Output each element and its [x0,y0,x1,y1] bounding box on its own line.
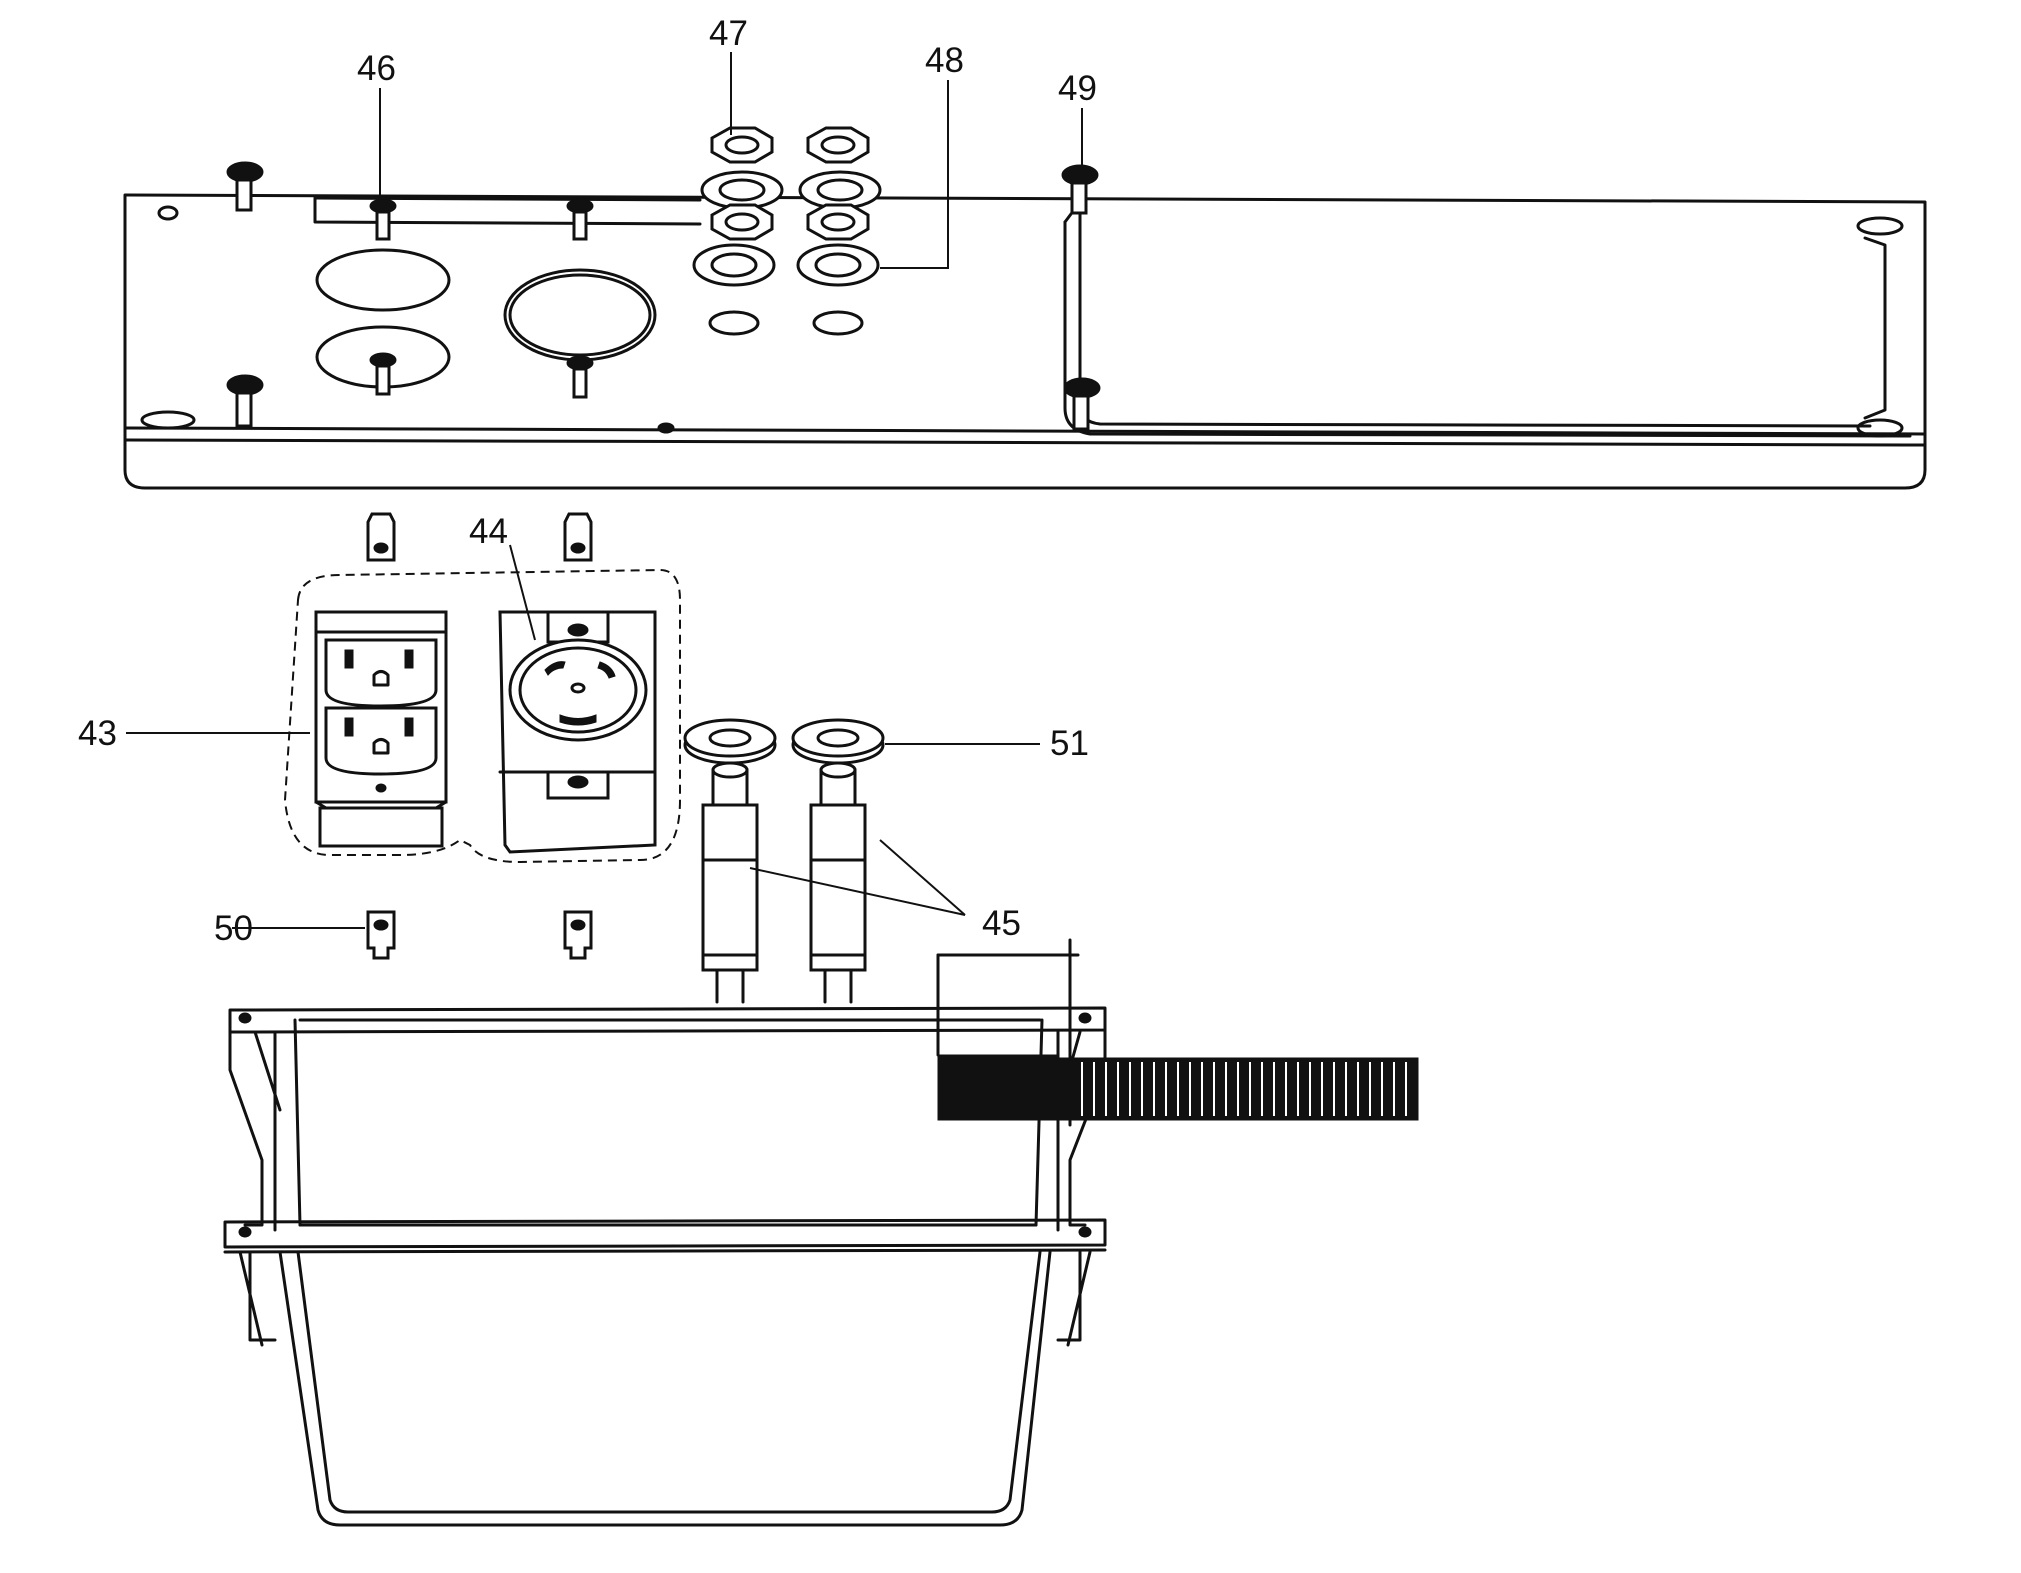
power-cord [936,938,1419,1127]
clip-bottom-right [563,910,593,960]
screw-46-a [369,198,397,241]
screw-left-bottom [226,374,264,428]
callout-51: 51 [1050,724,1089,763]
panel-screws [226,161,1101,431]
callout-44: 44 [469,512,508,551]
callout-48: 48 [925,41,964,80]
callout-leaders [126,52,1083,929]
duplex-receptacle [314,610,448,848]
screw-46-d [566,355,594,399]
callout-49: 49 [1058,69,1097,108]
twist-lock-receptacle [498,610,657,854]
bushing-stack-left [692,126,784,287]
callout-50: 50 [214,909,253,948]
screw-49-top [1061,164,1099,215]
indicator-light-left [683,718,777,1004]
control-panel-plate [123,193,1927,490]
terminal-clips [366,512,593,960]
screw-46-b [566,198,594,241]
callout-47: 47 [709,14,748,53]
clip-top-right [563,512,593,562]
callout-45: 45 [982,904,1021,943]
receptacle-group-outline [283,568,681,864]
clip-top-left [366,512,396,562]
bushing-stack-right [796,126,882,287]
callout-46: 46 [357,49,396,88]
callout-labels: 43 44 45 46 47 48 49 50 51 [78,14,1097,948]
clip-50-bottom-left [366,910,396,960]
screw-49-bottom [1063,377,1101,431]
screw-left-top [226,161,264,212]
screw-46-c [369,352,397,396]
callout-43: 43 [78,714,117,753]
indicator-light-right [791,718,885,1004]
